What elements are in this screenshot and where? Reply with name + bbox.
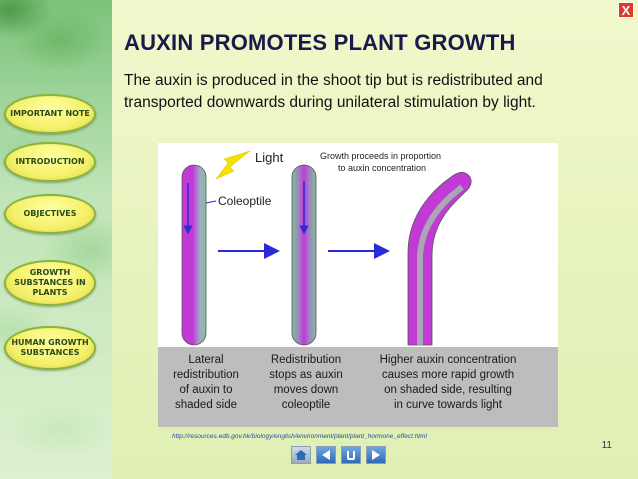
slide-body-text: The auxin is produced in the shoot tip b… [124,72,543,111]
light-arrow-icon [215,150,251,180]
coleoptile-pointer [205,200,217,204]
nav-button-human-growth-substances[interactable]: HUMAN GROWTH SUBSTANCES [4,326,96,370]
nav-label: IMPORTANT NOTE [10,109,90,118]
caption-col-3: Higher auxin concentration causes more r… [380,354,517,411]
caption-line: on shaded side, resulting [384,384,512,396]
growth-label-line2: to auxin concentration [338,163,426,173]
next-arrow-icon [372,450,380,460]
caption-line: in curve towards light [394,399,503,411]
slide-title: AUXIN PROMOTES PLANT GROWTH [124,30,516,55]
prev-button[interactable] [316,446,336,464]
caption-line: Higher auxin concentration [380,354,517,366]
light-label: Light [255,150,284,165]
close-button[interactable]: X [618,2,634,18]
caption-line: moves down [274,384,339,396]
nav-button-introduction[interactable]: INTRODUCTION [4,142,96,182]
caption-line: Lateral [188,354,223,366]
nav-label: HUMAN GROWTH SUBSTANCES [11,338,89,357]
growth-label-line1: Growth proceeds in proportion [320,151,441,161]
home-button[interactable] [291,446,311,464]
slide-controls [291,446,386,464]
coleoptile-1 [181,164,207,346]
coleoptile-3-curved [407,172,472,346]
page-number: 11 [601,440,612,451]
nav-button-objectives[interactable]: OBJECTIVES [4,194,96,234]
nav-label: GROWTH SUBSTANCES IN PLANTS [14,268,86,297]
caption-line: causes more rapid growth [382,369,514,381]
caption-band [158,347,558,427]
auxin-diagram-svg: Light Coleoptile Growth proceeds in prop… [158,150,558,427]
source-link[interactable]: http://resources.edb.gov.hk/biology/engl… [172,433,427,440]
nav-button-important-note[interactable]: IMPORTANT NOTE [4,94,96,134]
coleoptile-3-light-side [417,184,464,345]
caption-line: Redistribution [271,354,341,366]
caption-col-2: Redistribution stops as auxin moves down… [269,354,343,411]
return-icon [347,451,355,460]
nav-label: INTRODUCTION [15,157,85,166]
nav-button-growth-substances-in-plants[interactable]: GROWTH SUBSTANCES IN PLANTS [4,260,96,306]
coleoptile-2 [291,164,317,346]
auxin-diagram: Light Coleoptile Growth proceeds in prop… [158,143,558,427]
home-icon [295,450,307,460]
caption-line: redistribution [173,369,239,381]
prev-arrow-icon [322,450,330,460]
caption-line: of auxin to [179,384,232,396]
return-button[interactable] [341,446,361,464]
next-button[interactable] [366,446,386,464]
caption-line: stops as auxin [269,369,343,381]
caption-line: shaded side [175,399,237,411]
coleoptile-label: Coleoptile [218,194,272,208]
nav-label: OBJECTIVES [23,209,77,218]
caption-line: coleoptile [282,399,331,411]
caption-col-1: Lateral redistribution of auxin to shade… [173,354,239,411]
decorative-leaf-strip [0,0,112,479]
